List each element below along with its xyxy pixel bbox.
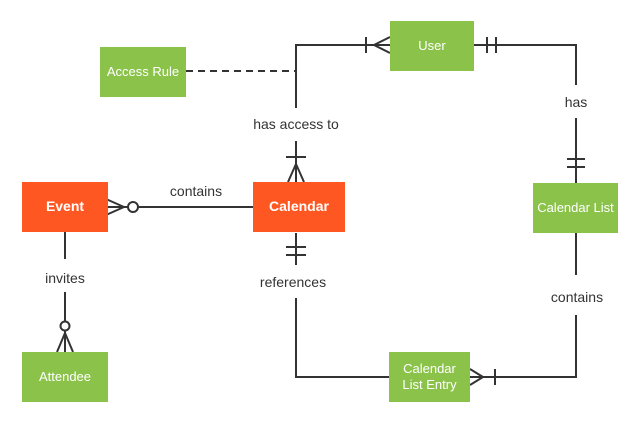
- double-tick-icon: [486, 37, 497, 53]
- double-tick-icon: [567, 158, 585, 168]
- zero-circle-icon: [59, 320, 71, 332]
- crows-foot-icon: [287, 163, 305, 183]
- crows-foot-icon: [56, 332, 74, 353]
- entity-attendee[interactable]: Attendee: [22, 352, 108, 402]
- entity-event[interactable]: Event: [22, 182, 108, 232]
- relationship-label-contains-entry: contains: [550, 289, 604, 305]
- crows-foot-icon: [373, 36, 391, 54]
- entity-calendar-list-entry[interactable]: Calendar List Entry: [389, 352, 470, 402]
- connector-user-calendarlist: [474, 37, 585, 183]
- entity-user[interactable]: User: [390, 21, 474, 71]
- entity-calendar[interactable]: Calendar: [253, 182, 345, 232]
- connector-calendarlist-entry: [469, 233, 577, 386]
- crows-foot-icon: [105, 198, 125, 216]
- connector-calendar-entry: [286, 233, 389, 378]
- connector-line: [295, 298, 389, 378]
- double-tick-icon: [286, 246, 306, 256]
- connector-line: [474, 44, 577, 85]
- connector-event-attendee: [56, 232, 74, 353]
- connector-line: [470, 315, 577, 378]
- connector-line: [295, 44, 390, 108]
- entity-calendar-list[interactable]: Calendar List: [533, 183, 618, 233]
- connector-calendar-user: [286, 36, 391, 183]
- relationship-label-has: has: [564, 94, 588, 110]
- connector-event-calendar: [105, 198, 253, 216]
- entity-access-rule[interactable]: Access Rule: [100, 47, 186, 97]
- relationship-label-contains-event: contains: [169, 183, 223, 199]
- relationship-label-has-access-to: has access to: [253, 116, 339, 132]
- zero-circle-icon: [127, 201, 139, 213]
- relationship-label-references: references: [259, 274, 327, 290]
- relationship-label-invites: invites: [45, 270, 85, 286]
- crows-foot-icon: [469, 368, 484, 386]
